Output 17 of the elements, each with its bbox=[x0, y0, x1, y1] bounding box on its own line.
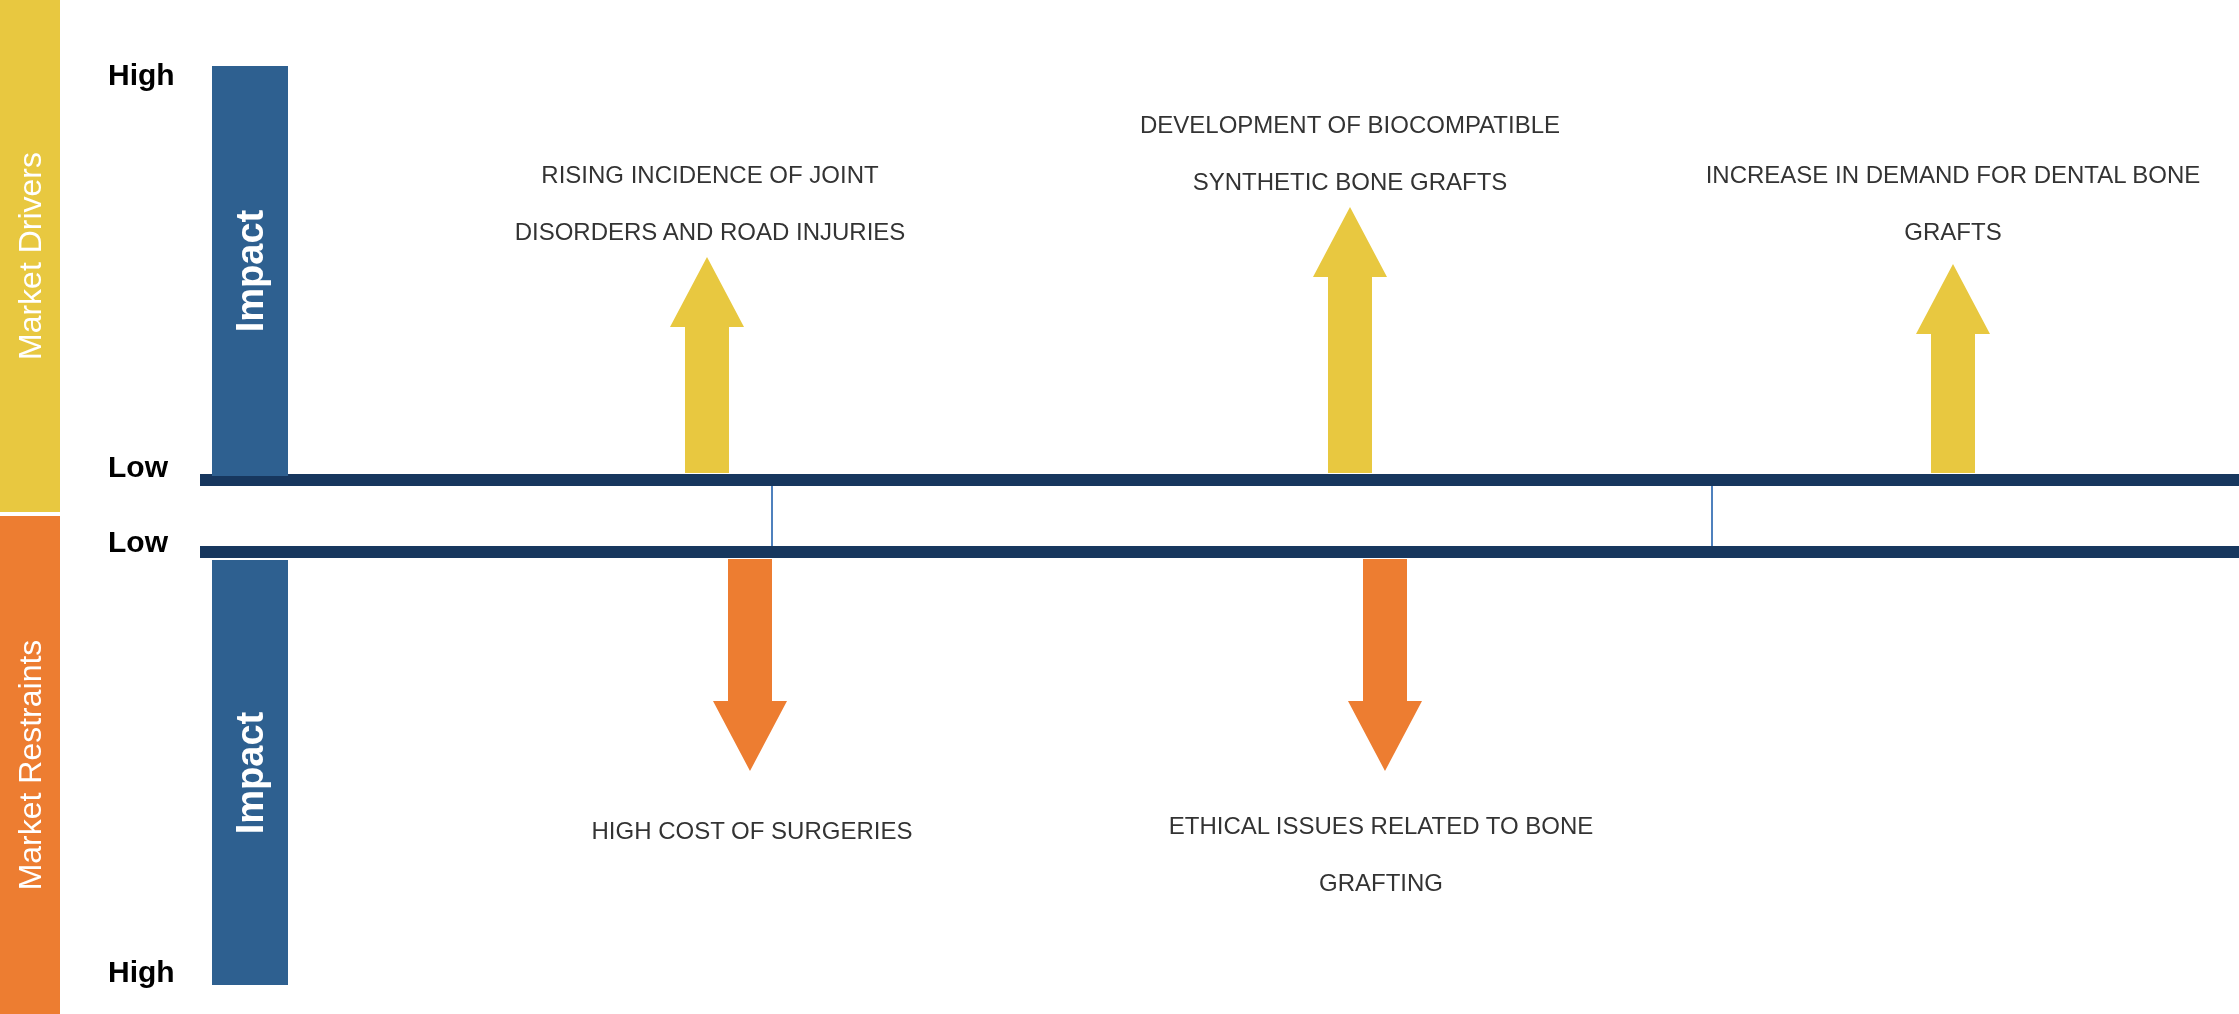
scale-label: High bbox=[108, 955, 175, 989]
factor-label: HIGH COST OF SURGERIES bbox=[590, 816, 914, 846]
scale-label: High bbox=[108, 58, 175, 92]
factor-label: RISING INCIDENCE OF JOINT DISORDERS AND ROAD INJURIES bbox=[513, 160, 907, 247]
band-label: Market Restraints bbox=[11, 639, 49, 891]
impact-bar bbox=[212, 560, 288, 985]
factor-label: INCREASE IN DEMAND FOR DENTAL BONE GRAFTS bbox=[1704, 160, 2202, 247]
band-label: Impact bbox=[228, 209, 272, 333]
factor-label: DEVELOPMENT OF BIOCOMPATIBLE SYNTHETIC BONE GRAFTS bbox=[1138, 110, 1562, 197]
impact-bar bbox=[212, 66, 288, 476]
factor-label: ETHICAL ISSUES RELATED TO BONE GRAFTING bbox=[1167, 811, 1595, 898]
side-band bbox=[0, 516, 60, 1014]
scale-label: Low bbox=[108, 450, 168, 484]
band-label: Market Drivers bbox=[11, 152, 49, 360]
side-band bbox=[0, 0, 60, 512]
scale-label: Low bbox=[108, 525, 168, 559]
band-label: Impact bbox=[228, 711, 272, 834]
